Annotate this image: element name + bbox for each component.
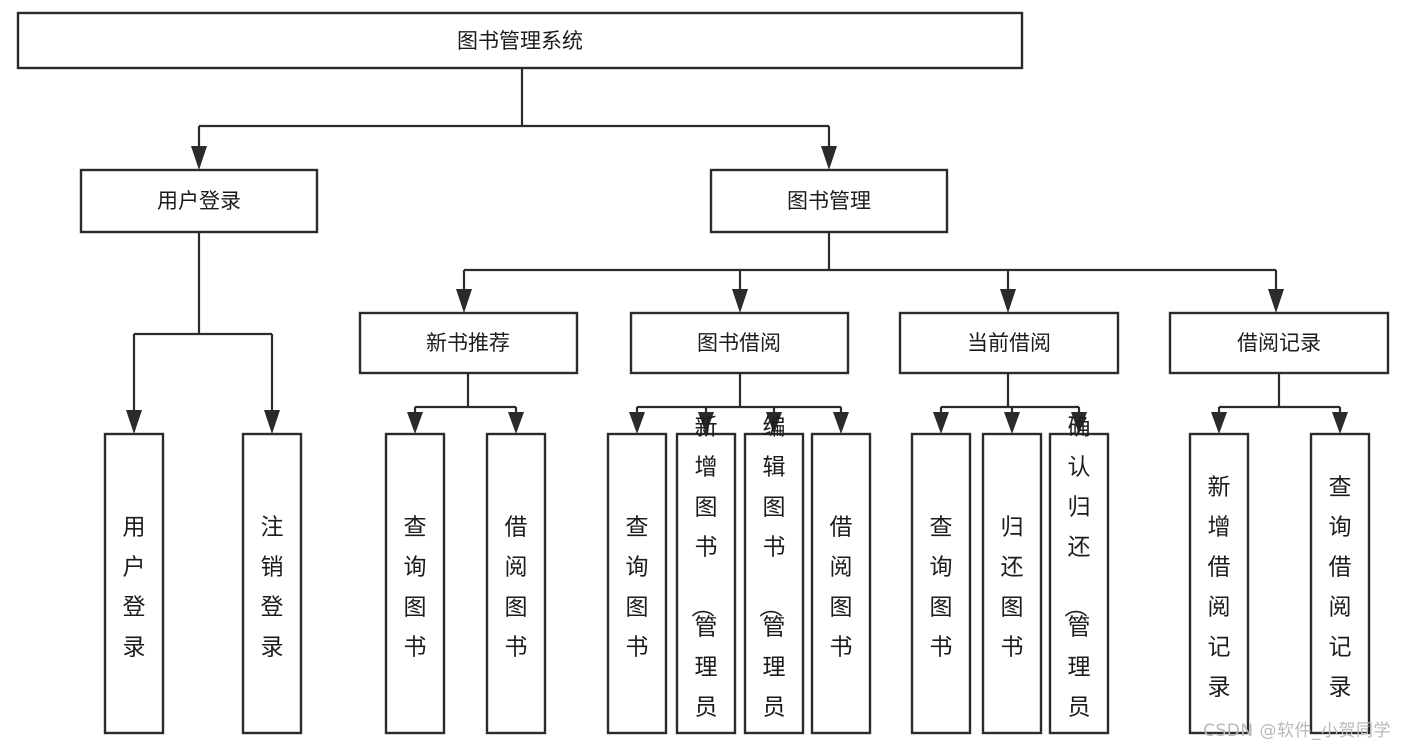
arrow-head-leaf-cur-query	[933, 412, 949, 434]
node-leaf-user-logout-label: 注销登录	[261, 515, 284, 661]
arrow-head-leaf-rec-add	[1211, 412, 1227, 434]
node-new-book-rec-box[interactable]	[358, 311, 579, 375]
node-leaf-rec-search[interactable]: 查询借阅记录	[1309, 432, 1371, 735]
node-leaf-cur-query-box[interactable]	[910, 432, 972, 735]
node-leaf-rec-add-box[interactable]	[1188, 432, 1250, 735]
connector-layer	[126, 68, 1348, 434]
node-leaf-rec-borrow[interactable]: 借阅图书	[485, 432, 547, 735]
node-leaf-borrow-add[interactable]: 新增图书（管理员）	[675, 415, 737, 747]
node-book-borrow[interactable]: 图书借阅	[629, 311, 850, 375]
node-leaf-user-login[interactable]: 用户登录	[103, 432, 165, 735]
node-leaf-borrow-add-label: 新增图书（管理员）	[689, 415, 718, 747]
node-current-borrow[interactable]: 当前借阅	[898, 311, 1120, 375]
arrow-head-current-borrow	[1000, 289, 1016, 313]
node-book-borrow-label: 图书借阅	[697, 331, 781, 355]
node-leaf-cur-confirm[interactable]: 确认归还（管理员）	[1048, 415, 1110, 747]
node-leaf-cur-return-label: 归还图书	[1001, 515, 1024, 661]
arrow-head-user-login	[191, 146, 207, 170]
node-root[interactable]: 图书管理系统	[16, 11, 1024, 70]
node-new-book-rec-label: 新书推荐	[426, 331, 510, 355]
arrow-head-new-book-rec	[456, 289, 472, 313]
arrow-head-leaf-cur-return	[1004, 412, 1020, 434]
node-leaf-cur-query[interactable]: 查询图书	[910, 432, 972, 735]
node-leaf-cur-confirm-label: 确认归还（管理员）	[1062, 415, 1091, 747]
node-book-mgmt[interactable]: 图书管理	[709, 168, 949, 234]
arrow-head-leaf-rec-borrow	[508, 412, 524, 434]
arrow-head-book-mgmt	[821, 146, 837, 170]
arrow-head-leaf-user-logout	[264, 410, 280, 434]
node-leaf-rec-add[interactable]: 新增借阅记录	[1188, 432, 1250, 735]
node-borrow-record-box[interactable]	[1168, 311, 1390, 375]
node-leaf-borrow-query-box[interactable]	[606, 432, 668, 735]
node-leaf-borrow-query[interactable]: 查询图书	[606, 432, 668, 735]
node-leaf-borrow-add-box[interactable]	[675, 432, 737, 735]
node-book-mgmt-box[interactable]	[709, 168, 949, 234]
node-user-login[interactable]: 用户登录	[79, 168, 319, 234]
leaf-node-layer: 用户登录 注销登录 查询图书 借阅图书 查询图书 新增图书（管理员） 编辑图书（管理员） 借阅…	[103, 415, 1371, 747]
node-leaf-rec-search-label: 查询借阅记录	[1329, 475, 1352, 701]
node-leaf-rec-borrow-label: 借阅图书	[505, 515, 528, 661]
node-root-label: 图书管理系统	[457, 29, 583, 53]
node-book-mgmt-label: 图书管理	[787, 189, 871, 213]
node-user-login-box[interactable]	[79, 168, 319, 234]
arrow-head-leaf-user-login	[126, 410, 142, 434]
node-leaf-borrow-edit-box[interactable]	[743, 432, 805, 735]
arrow-head-leaf-cur-confirm	[1071, 412, 1087, 434]
arrow-head-leaf-rec-query	[407, 412, 423, 434]
node-leaf-borrow-lend-box[interactable]	[810, 432, 872, 735]
node-root-box[interactable]	[16, 11, 1024, 70]
arrow-head-leaf-borrow-query	[629, 412, 645, 434]
node-book-borrow-box[interactable]	[629, 311, 850, 375]
node-leaf-rec-query-box[interactable]	[384, 432, 446, 735]
node-borrow-record[interactable]: 借阅记录	[1168, 311, 1390, 375]
node-leaf-borrow-edit-label: 编辑图书（管理员）	[757, 415, 786, 747]
node-borrow-record-label: 借阅记录	[1237, 331, 1321, 355]
node-leaf-rec-query[interactable]: 查询图书	[384, 432, 446, 735]
arrow-head-borrow-record	[1268, 289, 1284, 313]
node-new-book-rec[interactable]: 新书推荐	[358, 311, 579, 375]
arrow-head-leaf-rec-search	[1332, 412, 1348, 434]
node-leaf-borrow-edit[interactable]: 编辑图书（管理员）	[743, 415, 805, 747]
node-current-borrow-box[interactable]	[898, 311, 1120, 375]
node-leaf-user-logout-box[interactable]	[241, 432, 303, 735]
node-leaf-borrow-lend[interactable]: 借阅图书	[810, 432, 872, 735]
node-leaf-rec-add-label: 新增借阅记录	[1208, 475, 1231, 701]
node-leaf-user-login-label: 用户登录	[123, 515, 146, 661]
node-leaf-rec-borrow-box[interactable]	[485, 432, 547, 735]
arrow-head-leaf-borrow-edit	[766, 412, 782, 434]
arrow-head-leaf-borrow-add	[698, 412, 714, 434]
node-leaf-borrow-lend-label: 借阅图书	[830, 515, 853, 661]
node-leaf-rec-query-label: 查询图书	[404, 515, 427, 661]
node-leaf-user-login-box[interactable]	[103, 432, 165, 735]
node-leaf-cur-confirm-box[interactable]	[1048, 432, 1110, 735]
node-leaf-cur-query-label: 查询图书	[930, 515, 953, 661]
node-leaf-rec-search-box[interactable]	[1309, 432, 1371, 735]
node-leaf-cur-return[interactable]: 归还图书	[981, 432, 1043, 735]
node-current-borrow-label: 当前借阅	[967, 331, 1051, 355]
arrow-head-leaf-borrow-lend	[833, 412, 849, 434]
node-leaf-user-logout[interactable]: 注销登录	[241, 432, 303, 735]
node-leaf-borrow-query-label: 查询图书	[626, 515, 649, 661]
arrow-head-book-borrow	[732, 289, 748, 313]
node-user-login-label: 用户登录	[157, 189, 241, 213]
node-leaf-cur-return-box[interactable]	[981, 432, 1043, 735]
